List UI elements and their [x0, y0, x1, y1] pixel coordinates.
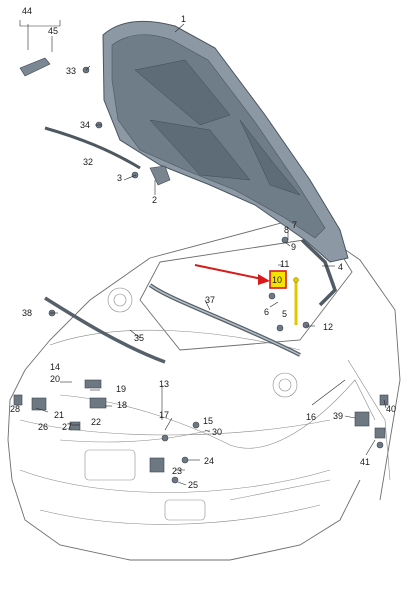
cowl-seal-inner	[149, 284, 301, 356]
callout-5: 5	[282, 309, 287, 319]
callout-41: 41	[360, 457, 370, 467]
callout-11: 11	[280, 259, 289, 269]
lock-parts	[13, 66, 389, 484]
hood-strut	[300, 238, 338, 307]
callout-39: 39	[333, 411, 343, 421]
red-pointer-arrow	[194, 264, 270, 285]
callout-19: 19	[116, 384, 126, 394]
callout-27: 27	[62, 422, 72, 432]
callout-40: 40	[386, 404, 396, 414]
highlight-box	[269, 270, 287, 289]
callout-10: 10	[272, 275, 282, 285]
callout-17: 17	[159, 410, 169, 420]
callout-24: 24	[204, 456, 214, 466]
callout-26: 26	[38, 422, 48, 432]
callout-16: 16	[306, 412, 316, 422]
hood-panel	[102, 20, 349, 263]
callout-14: 14	[50, 362, 60, 372]
callout-25: 25	[188, 480, 198, 490]
callout-3: 3	[117, 173, 122, 183]
callout-2: 2	[152, 195, 157, 205]
callout-20: 20	[50, 374, 60, 384]
callout-8: 8	[284, 225, 289, 235]
callout-6: 6	[264, 307, 269, 317]
callout-21: 21	[54, 410, 64, 420]
callout-35: 35	[134, 333, 144, 343]
callout-32: 32	[83, 157, 93, 167]
callout-23: 23	[172, 466, 182, 476]
front-seal-strip	[44, 296, 166, 364]
callout-30: 30	[212, 427, 222, 437]
callout-38: 38	[22, 308, 32, 318]
bracket-44	[19, 20, 61, 27]
callout-28: 28	[10, 404, 20, 414]
callout-labels: 1 2 3 4 5 6 7 8 9 10 11 12 13 14 15 16 1…	[10, 6, 396, 490]
callout-15: 15	[203, 416, 213, 426]
callout-18: 18	[117, 400, 127, 410]
callout-12: 12	[323, 322, 333, 332]
hood-hinge-part	[149, 165, 171, 186]
callout-22: 22	[91, 417, 101, 427]
callout-37: 37	[205, 295, 215, 305]
hood-seal-strip	[44, 126, 141, 170]
leader-lines	[27, 23, 387, 486]
release-cable-lower	[59, 429, 211, 443]
callout-33: 33	[66, 66, 76, 76]
callout-1: 1	[181, 14, 186, 24]
callout-9: 9	[291, 242, 296, 252]
callout-7: 7	[292, 220, 297, 230]
bracket-part	[19, 57, 51, 77]
callout-45: 45	[48, 26, 58, 36]
callout-44: 44	[22, 6, 32, 16]
release-cable	[59, 379, 376, 449]
callout-34: 34	[80, 120, 90, 130]
callout-13: 13	[159, 379, 169, 389]
callout-4: 4	[338, 262, 343, 272]
